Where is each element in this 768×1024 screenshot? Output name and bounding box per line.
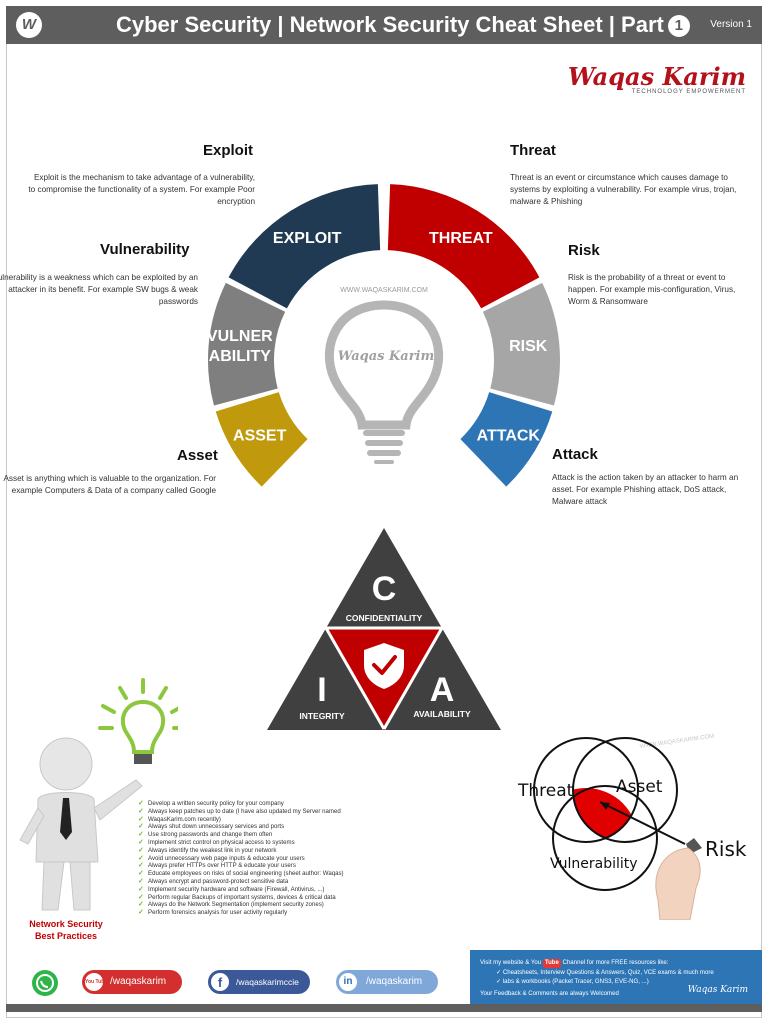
- wheel-segment-vulnerability: [208, 282, 286, 406]
- cia-confidentiality-label: CONFIDENTIALITY: [346, 613, 423, 623]
- best-practice-item: Always prefer HTTPs over HTTP & educate …: [138, 862, 378, 870]
- risk-title: Risk: [568, 242, 600, 259]
- promo-box: Visit my website & You Tube Channel for …: [470, 950, 762, 1008]
- wheel-segment-exploit: [228, 184, 381, 309]
- best-practice-item: Educate employees on risks of social eng…: [138, 870, 378, 878]
- risk-venn-diagram: WWW.WAQASKARIM.COM Threat Asset Vulnerab…: [517, 734, 747, 920]
- best-practices-list: Develop a written security policy for yo…: [138, 800, 378, 917]
- threat-text: Threat is an event or circumstance which…: [510, 173, 737, 206]
- youtube-badge-icon: Tube: [542, 959, 561, 968]
- best-practice-item: Avoid unnecessary web page inputs & educ…: [138, 855, 378, 863]
- bulb-brand-text: Waqas Karim: [338, 349, 435, 364]
- wheel-label-exploit: EXPLOIT: [273, 230, 342, 247]
- youtube-icon: You Tube: [85, 973, 107, 991]
- best-practice-item: Always do the Network Segmentation (impl…: [138, 901, 378, 909]
- promo-line1: Visit my website & You Tube Channel for …: [480, 958, 754, 968]
- attack-text: Attack is the action taken by an attacke…: [552, 473, 739, 506]
- idea-rays-icon: [98, 678, 178, 730]
- best-practices-title-line2: Best Practices: [34, 931, 98, 941]
- page-title: Cyber Security | Network Security Cheat …: [116, 12, 690, 38]
- green-bulb-icon: [120, 699, 166, 754]
- venn-risk-label: Risk: [705, 837, 747, 861]
- facebook-icon: f: [211, 973, 229, 991]
- venn-watermark: WWW.WAQASKARIM.COM: [639, 734, 714, 750]
- header-bar: W Cyber Security | Network Security Chea…: [6, 6, 762, 44]
- wheel-segment-risk: [482, 282, 561, 406]
- wheel-label-attack: ATTACK: [477, 428, 541, 445]
- logo-badge: W: [16, 12, 42, 38]
- best-practices-title-line1: Network Security: [29, 919, 103, 929]
- asset-title: Asset: [177, 447, 218, 464]
- best-practice-item: Use strong passwords and change them oft…: [138, 831, 378, 839]
- wheel-label-threat: THREAT: [429, 230, 493, 247]
- best-practice-item: Implement strict control on physical acc…: [138, 839, 378, 847]
- promo-bullets: Cheatsheets, Interview Questions & Answe…: [480, 968, 754, 986]
- promo-feedback-row: Your Feedback & Comments are always Welc…: [480, 985, 754, 998]
- venn-vulnerability-label: Vulnerability: [550, 856, 638, 872]
- wheel-watermark: WWW.WAQASKARIM.COM: [340, 287, 428, 294]
- brand-logo: Waqas Karim TECHNOLOGY EMPOWERMENT: [568, 62, 746, 95]
- youtube-link[interactable]: You Tube /waqaskarim: [82, 970, 182, 994]
- cia-i-letter: I: [317, 671, 326, 709]
- cia-availability-label: AVAILABILITY: [413, 709, 471, 719]
- version-label: Version 1: [710, 19, 752, 30]
- threat-title: Threat: [510, 142, 556, 159]
- facebook-link[interactable]: f /waqaskarimccie: [208, 970, 310, 994]
- promo-bullet-item: labs & workbooks (Packet Tracer, GNS3, E…: [496, 977, 754, 986]
- promo-bullet-item: Cheatsheets, Interview Questions & Answe…: [496, 968, 754, 977]
- lightbulb-icon: [324, 300, 444, 464]
- wheel-segment-asset: [215, 392, 308, 487]
- youtube-handle: /waqaskarim: [110, 976, 167, 987]
- footer-bar: [6, 1004, 762, 1012]
- cia-a-letter: A: [430, 671, 455, 709]
- shield-check-icon: [364, 643, 404, 689]
- best-practice-item: Implement security hardware and software…: [138, 886, 378, 894]
- exploit-title: Exploit: [203, 142, 254, 159]
- asset-text: Asset is anything which is valuable to t…: [3, 474, 216, 495]
- best-practice-item: Always shut down unnecessary services an…: [138, 823, 378, 831]
- vulnerability-text: Vulnerability is a weakness which can be…: [0, 273, 198, 306]
- hand-with-pen-illustration: [655, 838, 702, 920]
- attack-title: Attack: [552, 446, 598, 463]
- exploit-text: Exploit is the mechanism to take advanta…: [28, 173, 255, 206]
- venn-threat-label: Threat: [517, 781, 574, 801]
- best-practice-item: Perform forensics analysis for user acti…: [138, 909, 378, 917]
- vulnerability-title: Vulnerability: [100, 241, 190, 258]
- person-with-bulb-illustration: [19, 678, 178, 911]
- venn-asset-label: Asset: [616, 777, 663, 797]
- promo-signature: Waqas Karim: [687, 985, 748, 995]
- best-practice-item: Always keep patches up to date (I have a…: [138, 808, 378, 816]
- best-practice-item: Develop a written security policy for yo…: [138, 800, 378, 808]
- best-practice-item: WaqasKarim.com recently): [138, 816, 378, 824]
- promo-feedback: Your Feedback & Comments are always Welc…: [480, 990, 619, 997]
- best-practice-item: Perform regular Backups of important sys…: [138, 894, 378, 902]
- wheel-segment-threat: [387, 184, 540, 309]
- best-practice-item: Always encrypt and password-protect sens…: [138, 878, 378, 886]
- cia-c-letter: C: [372, 570, 397, 608]
- page-title-text: Cyber Security | Network Security Cheat …: [116, 12, 664, 37]
- part-number-badge: 1: [667, 15, 690, 37]
- linkedin-icon: in: [339, 973, 357, 991]
- brand-tagline: TECHNOLOGY EMPOWERMENT: [631, 89, 746, 95]
- risk-text: Risk is the probability of a threat or e…: [568, 273, 736, 306]
- best-practice-item: Always identify the weakest link in your…: [138, 847, 378, 855]
- cia-integrity-label: INTEGRITY: [299, 711, 345, 721]
- wheel-label-asset: ASSET: [233, 428, 287, 445]
- cia-triad: C CONFIDENTIALITY I INTEGRITY A AVAILABI…: [267, 528, 501, 730]
- wheel-segment-attack: [460, 392, 553, 487]
- wheel-label-risk: RISK: [509, 338, 548, 355]
- brand-name: Waqas Karim: [567, 62, 746, 91]
- linkedin-handle: /waqaskarim: [366, 976, 423, 987]
- whatsapp-icon[interactable]: [32, 970, 58, 996]
- promo-line1-post: Channel for more FREE resources like:: [562, 959, 669, 966]
- linkedin-link[interactable]: in /waqaskarim: [336, 970, 438, 994]
- promo-line1-pre: Visit my website & You: [480, 959, 542, 966]
- facebook-handle: /waqaskarimccie: [236, 977, 299, 987]
- best-practices-title: Network Security Best Practices: [18, 918, 114, 942]
